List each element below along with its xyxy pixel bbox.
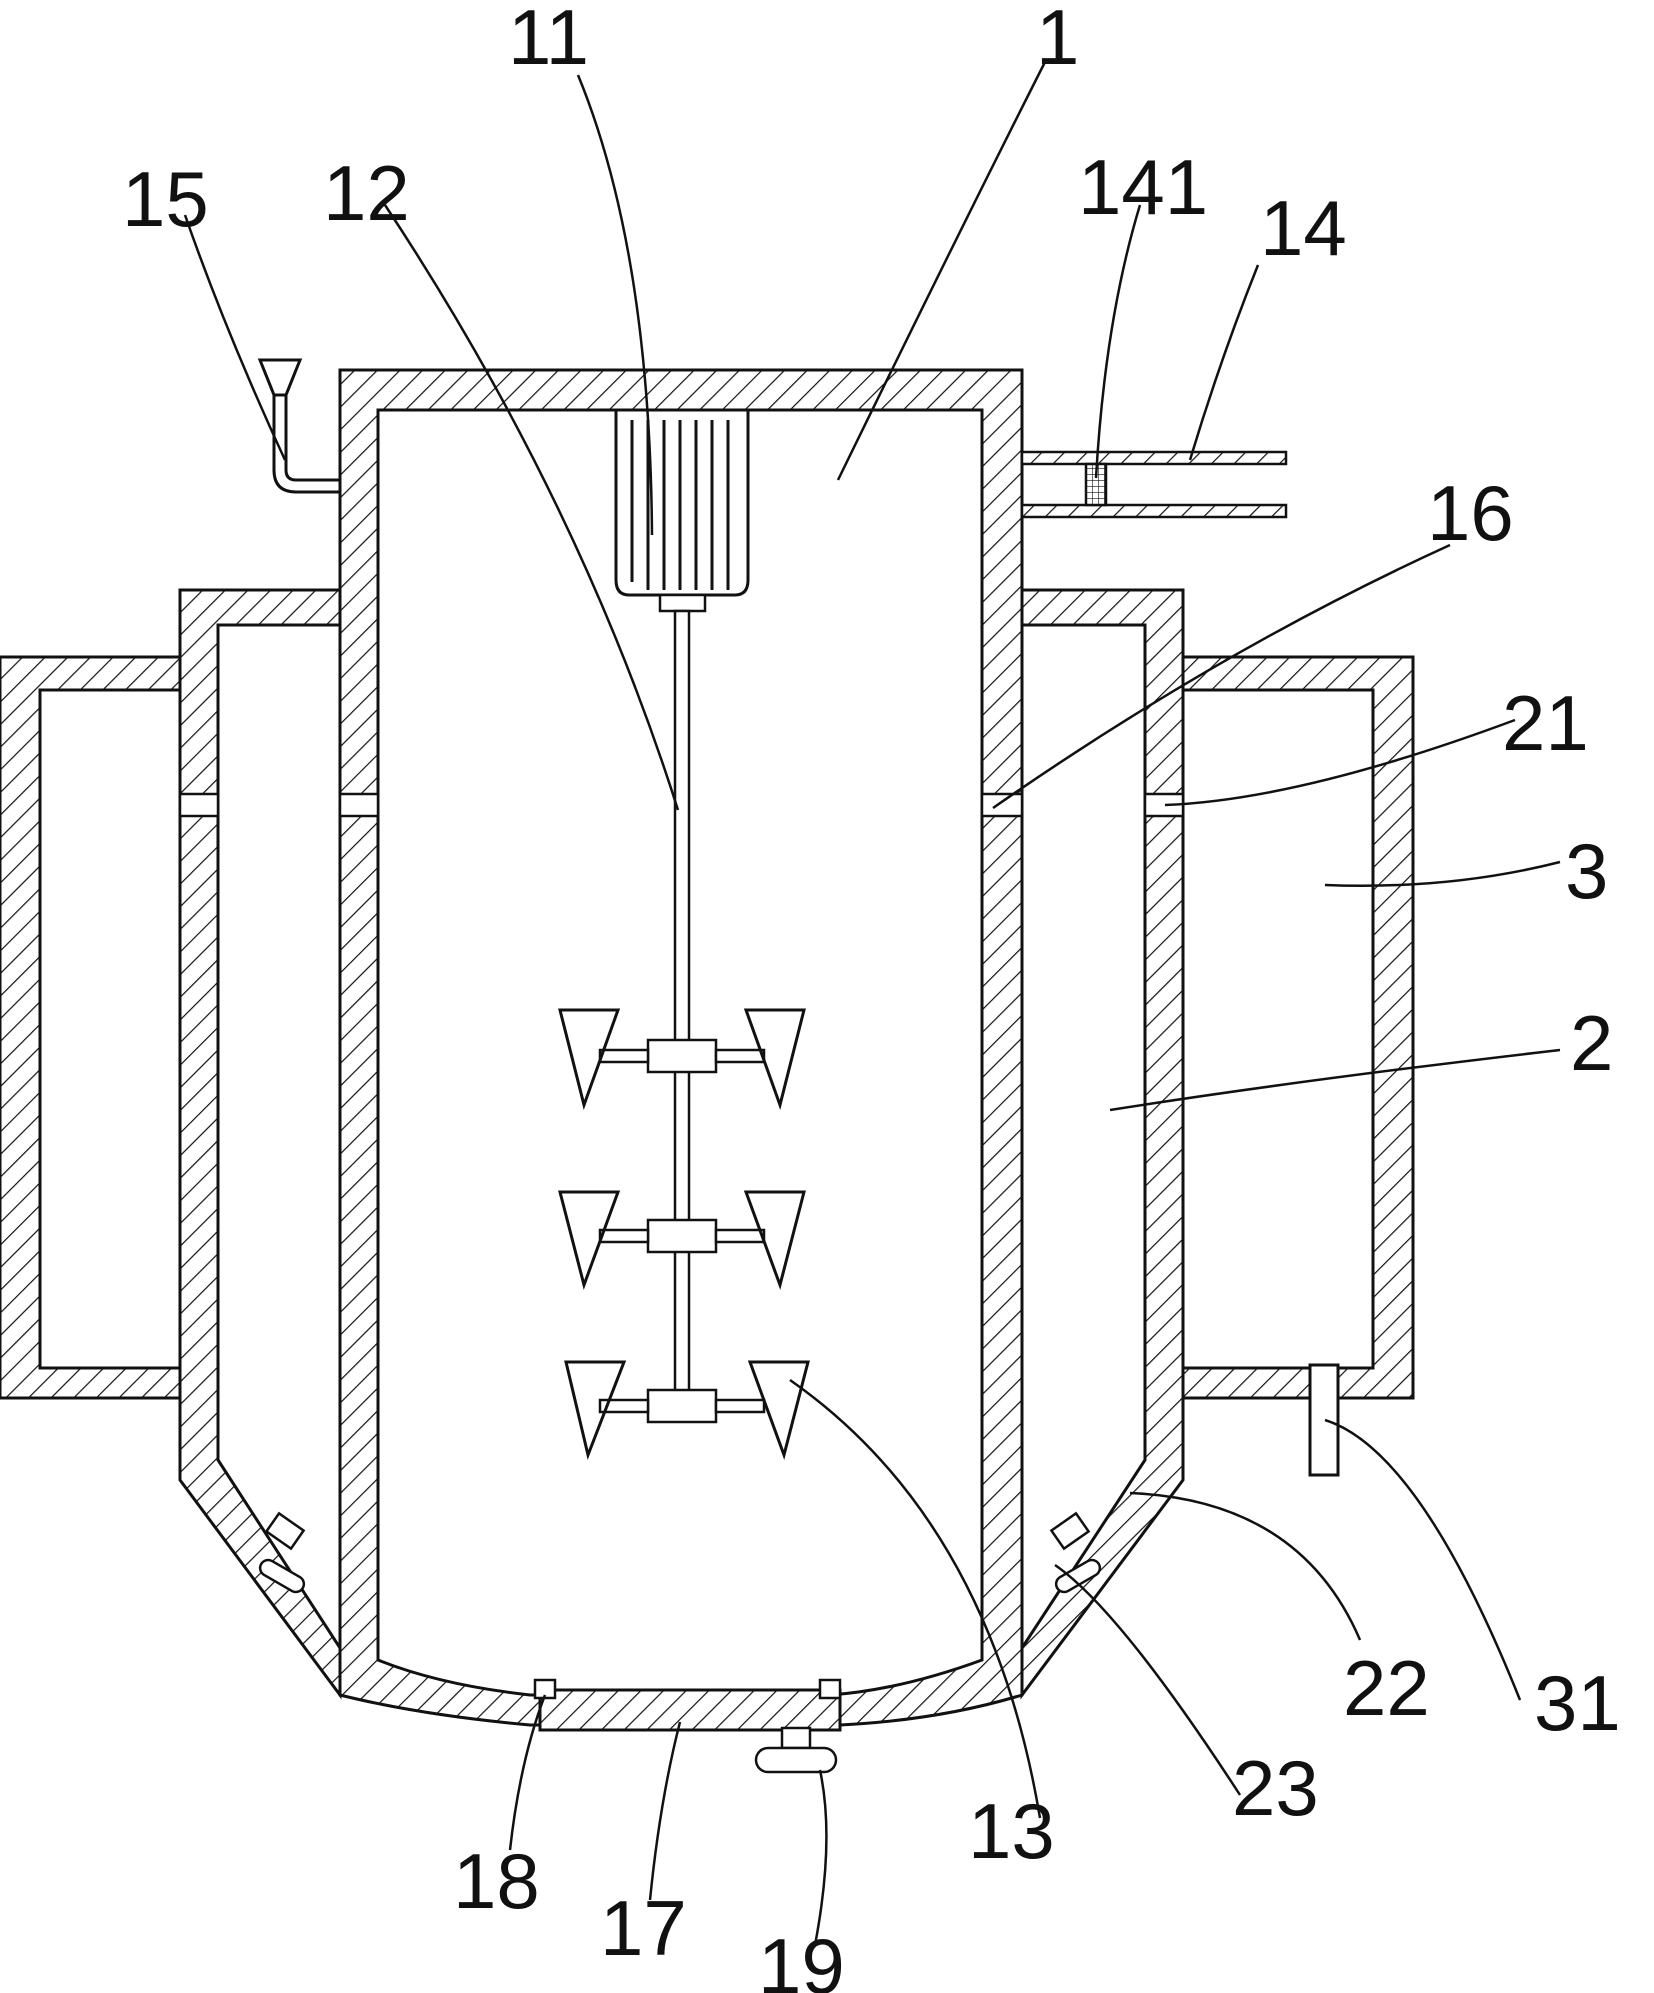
- part-labels: 1 11 15 12 141 14 16 21 3 2 31 22 23 13 …: [122, 0, 1621, 1993]
- label-23: 23: [1232, 1744, 1319, 1832]
- tank-partition-16: [338, 792, 380, 818]
- jacket-partition-21: [178, 792, 220, 818]
- label-18: 18: [453, 1837, 540, 1925]
- drain-valve-23-left: [258, 1511, 306, 1594]
- label-17: 17: [600, 1884, 687, 1972]
- label-3: 3: [1565, 827, 1608, 915]
- label-11: 11: [508, 0, 589, 81]
- leader-lines: [183, 61, 1561, 1946]
- motor-11: [614, 408, 750, 613]
- label-12: 12: [323, 149, 410, 237]
- label-31: 31: [1534, 1659, 1621, 1747]
- shaft-12: [673, 609, 691, 1393]
- label-16: 16: [1427, 469, 1514, 557]
- exhaust-pipe-14: [1020, 450, 1288, 519]
- label-1: 1: [1036, 0, 1079, 81]
- label-19: 19: [758, 1922, 845, 1993]
- label-15: 15: [122, 155, 209, 243]
- feed-hopper-15: [257, 358, 340, 494]
- label-14: 14: [1260, 184, 1347, 272]
- discharge-valve-19: [754, 1726, 838, 1774]
- label-141: 141: [1078, 143, 1208, 231]
- impeller-13: [558, 1008, 810, 1461]
- label-22: 22: [1343, 1644, 1430, 1732]
- label-2: 2: [1570, 999, 1613, 1087]
- inner-tank-1: [338, 368, 1024, 1774]
- label-21: 21: [1502, 679, 1589, 767]
- outlet-pipe-31: [1308, 1363, 1340, 1477]
- bottom-plate-17: [538, 1688, 842, 1732]
- drain-valve-23-right: [1049, 1511, 1102, 1594]
- label-13: 13: [968, 1787, 1055, 1875]
